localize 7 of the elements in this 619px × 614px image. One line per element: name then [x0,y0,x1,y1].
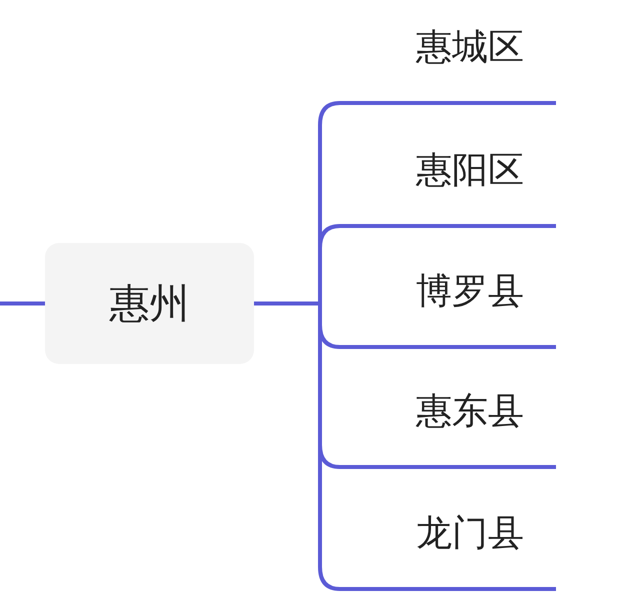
subtopic-underline: 博罗县 [340,247,556,349]
topic-box: 惠州 [45,243,254,364]
connector-line [0,302,45,306]
subtopic-underline: 龙门县 [340,489,556,591]
subtopic-underline: 惠东县 [340,367,556,469]
subtopic-underline: 惠阳区 [340,126,556,228]
subtopic-underline: 惠城区 [340,3,556,105]
